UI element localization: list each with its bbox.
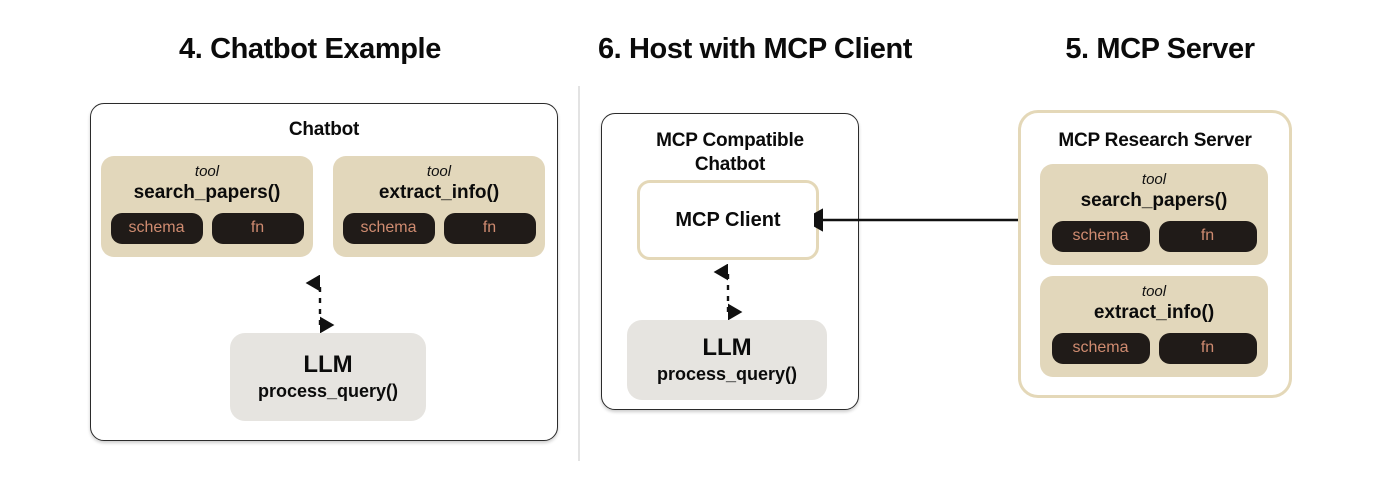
- pill-fn[interactable]: fn: [1158, 220, 1257, 252]
- pill-fn[interactable]: fn: [443, 212, 536, 244]
- llm-subtitle: process_query(): [257, 380, 399, 401]
- tool-card-extract-info[interactable]: tool extract_info() schema fn: [333, 156, 545, 257]
- tool-card-extract-info[interactable]: tool extract_info() schema fn: [1040, 276, 1268, 377]
- connector-client-to-server-arrow: [802, 200, 1042, 240]
- llm-title: LLM: [303, 350, 353, 378]
- tool-pill-row: schema fn: [1051, 332, 1257, 364]
- mcp-compatible-chatbot-label-line1: MCP Compatible: [656, 130, 804, 151]
- pill-schema[interactable]: schema: [110, 212, 203, 244]
- connector-client-to-llm-dashed-arrow: [708, 263, 748, 322]
- connector-tools-to-llm-dashed-arrow: [300, 274, 340, 335]
- tool-card-search-papers[interactable]: tool search_papers() schema fn: [1040, 164, 1268, 265]
- llm-card[interactable]: LLM process_query(): [230, 333, 426, 421]
- panel-title-chatbot-example: 4. Chatbot Example: [179, 33, 441, 65]
- tool-name-label: search_papers(): [1080, 190, 1228, 211]
- tool-kind-label: tool: [1141, 171, 1167, 188]
- tool-kind-label: tool: [426, 163, 452, 180]
- llm-subtitle: process_query(): [656, 363, 798, 384]
- tool-pill-row: schema fn: [110, 212, 304, 244]
- chatbot-container-label: Chatbot: [288, 119, 360, 140]
- panel-divider: [578, 86, 580, 461]
- llm-title: LLM: [702, 333, 752, 361]
- panel-title-mcp-server: 5. MCP Server: [1065, 33, 1255, 65]
- pill-fn[interactable]: fn: [1158, 332, 1257, 364]
- mcp-compatible-chatbot-label-line2: Chatbot: [694, 154, 766, 175]
- pill-schema[interactable]: schema: [1051, 220, 1150, 252]
- pill-schema[interactable]: schema: [1051, 332, 1150, 364]
- tool-name-label: extract_info(): [1093, 302, 1215, 323]
- pill-fn[interactable]: fn: [211, 212, 304, 244]
- tool-name-label: search_papers(): [133, 182, 281, 203]
- mcp-client-box[interactable]: MCP Client: [637, 180, 819, 260]
- tool-card-search-papers[interactable]: tool search_papers() schema fn: [101, 156, 313, 257]
- mcp-research-server-label: MCP Research Server: [1058, 130, 1252, 151]
- tool-pill-row: schema fn: [342, 212, 536, 244]
- mcp-client-label: MCP Client: [675, 208, 781, 231]
- tool-kind-label: tool: [194, 163, 220, 180]
- pill-schema[interactable]: schema: [342, 212, 435, 244]
- llm-card[interactable]: LLM process_query(): [627, 320, 827, 400]
- panel-title-host-with-mcp-client: 6. Host with MCP Client: [597, 33, 913, 65]
- tool-kind-label: tool: [1141, 283, 1167, 300]
- tool-name-label: extract_info(): [378, 182, 500, 203]
- tool-pill-row: schema fn: [1051, 220, 1257, 252]
